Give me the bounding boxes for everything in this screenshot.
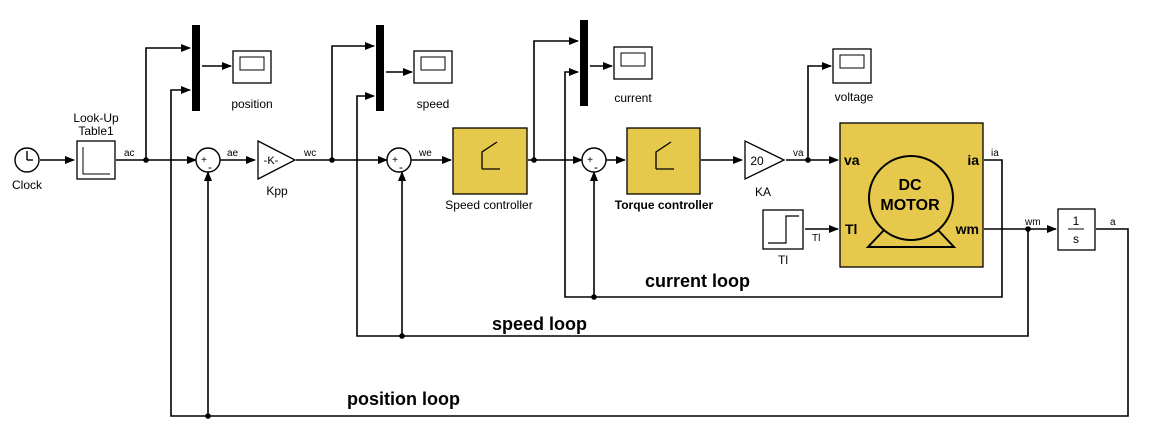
motor-port-ia: ia [967, 152, 979, 168]
motor-label-2: MOTOR [880, 197, 940, 214]
sum-position[interactable]: + - [195, 147, 221, 174]
signal-wc: wc [303, 148, 316, 159]
position-loop-label: position loop [347, 389, 460, 409]
signal-ac: ac [124, 148, 135, 159]
speed-scope[interactable]: speed [413, 50, 453, 111]
signal-a: a [1110, 217, 1116, 228]
signal-ae: ae [227, 148, 239, 159]
wire-a-mux [170, 86, 1129, 417]
motor-label-1: DC [898, 177, 922, 194]
scope-icon [420, 56, 446, 71]
wires [40, 37, 1129, 417]
sum-minus-sign: - [594, 160, 598, 174]
lookup-table-icon [82, 147, 110, 175]
scope-icon [839, 54, 865, 69]
wire-iref-mux [533, 37, 579, 160]
voltage-scope-label: voltage [835, 90, 874, 104]
speed-mux[interactable] [376, 25, 384, 111]
clock-label: Clock [12, 178, 43, 192]
integrator-block[interactable]: 1 s [1057, 208, 1096, 251]
junction-speed-fb [399, 333, 405, 339]
sum-plus-sign: + [392, 155, 398, 166]
sum-plus-sign: + [587, 155, 593, 166]
junction-iref [531, 157, 537, 163]
pi-icon [655, 141, 672, 169]
step-icon [768, 215, 799, 244]
speed-loop-label: speed loop [492, 314, 587, 334]
speed-controller-block[interactable]: Speed controller [445, 127, 533, 212]
position-scope[interactable]: position [231, 50, 273, 111]
motor-base-icon [865, 229, 957, 248]
junction-ia [591, 294, 597, 300]
wire-ac-mux [145, 44, 191, 160]
pi-icon [481, 141, 498, 169]
kpp-gain-block[interactable]: -K- Kpp [257, 139, 297, 198]
signal-ia: ia [991, 148, 999, 159]
junction-va [805, 157, 811, 163]
current-mux[interactable] [580, 20, 588, 106]
kpp-label: Kpp [266, 184, 288, 198]
lookup-table-label-1: Look-Up [73, 111, 119, 125]
junction-pos-fb [205, 413, 211, 419]
torque-controller-label: Torque controller [615, 198, 714, 212]
junctions [143, 157, 1031, 419]
signal-tl: Tl [812, 233, 820, 244]
clock-block[interactable]: Clock [12, 147, 43, 192]
sum-current[interactable]: + - [581, 147, 607, 174]
speed-controller-box [452, 127, 528, 195]
voltage-scope[interactable]: voltage [832, 48, 874, 104]
torque-controller-box [626, 127, 701, 195]
current-loop-label: current loop [645, 271, 750, 291]
wire-ia-mux [564, 68, 1003, 298]
motor-port-va: va [844, 152, 860, 168]
speed-scope-label: speed [417, 97, 450, 111]
kpp-triangle [257, 139, 297, 181]
wire-wc-mux [331, 42, 375, 160]
speed-scope-box [413, 50, 453, 84]
speed-controller-label: Speed controller [445, 198, 532, 212]
sum-minus-sign: - [208, 160, 212, 174]
signal-va: va [793, 148, 804, 159]
ka-triangle [744, 139, 786, 181]
lookup-table-label-2: Table1 [78, 124, 114, 138]
integrator-numerator: 1 [1073, 214, 1080, 228]
position-mux[interactable] [192, 25, 200, 111]
signal-we: we [418, 148, 432, 159]
ka-gain-value: 20 [750, 154, 764, 168]
scope-icon [239, 56, 265, 71]
sum-speed[interactable]: + - [386, 147, 412, 174]
junction-wc [329, 157, 335, 163]
position-scope-label: position [231, 97, 272, 111]
junction-ac [143, 157, 149, 163]
ka-gain-block[interactable]: 20 KA [744, 139, 786, 199]
sum-minus-sign: - [399, 160, 403, 174]
sum-plus-sign: + [201, 155, 207, 166]
integrator-denominator: s [1073, 232, 1079, 246]
junction-wm [1025, 226, 1031, 232]
tl-step-block[interactable]: Tl [762, 209, 804, 267]
dc-motor-block[interactable]: DC MOTOR va Tl ia wm [839, 122, 984, 268]
motor-port-tl: Tl [845, 221, 857, 237]
scope-icon [620, 52, 646, 67]
current-scope[interactable]: current [613, 46, 653, 105]
wire-wm-mux [356, 92, 1029, 337]
current-scope-label: current [614, 91, 652, 105]
signal-wm: wm [1024, 217, 1041, 228]
lookup-table-block[interactable]: Look-Up Table1 [73, 111, 119, 180]
motor-icon [868, 155, 954, 241]
motor-port-wm: wm [955, 221, 979, 237]
tl-label: Tl [778, 253, 788, 267]
torque-controller-block[interactable]: Torque controller [615, 127, 714, 212]
ka-label: KA [755, 185, 771, 199]
signal-labels: ac ae wc we va ia wm a Tl [124, 148, 1116, 244]
wire-va-voltage [807, 62, 832, 160]
kpp-gain-value: -K- [264, 155, 279, 167]
